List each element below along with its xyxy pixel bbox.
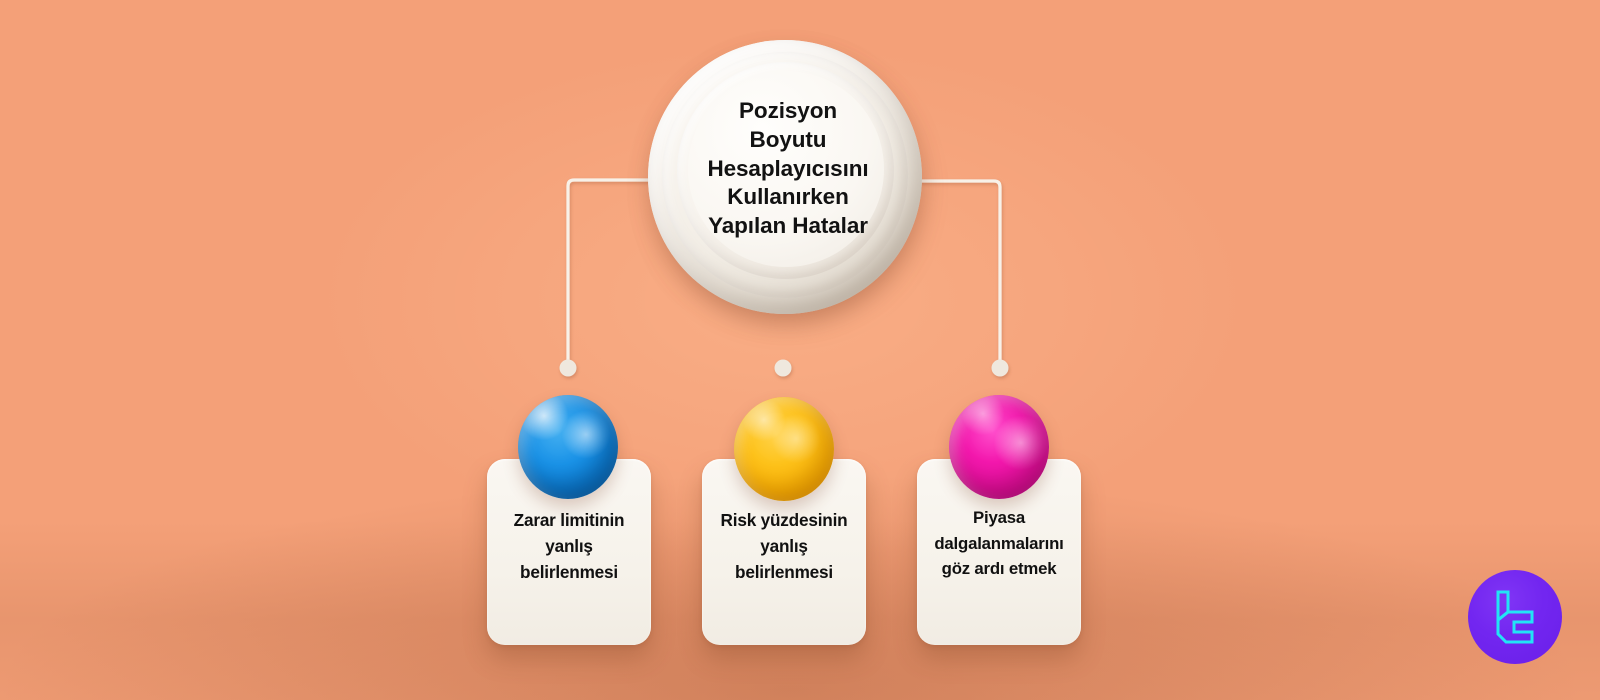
branch-card-1-line: yanlış [545, 536, 593, 557]
center-node-title-line: Kullanırken [727, 184, 849, 210]
branch-card-2[interactable]: Risk yüzdesinin yanlış belirlenmesi [702, 459, 866, 645]
connector-dot-center [774, 359, 792, 377]
blue-sphere-icon[interactable] [518, 395, 618, 499]
branch-card-1-line: Zarar limitinin [513, 510, 625, 530]
branch-card-3-line: göz ardı etmek [941, 559, 1057, 579]
branch-card-2-text: Risk yüzdesinin yanlış belirlenmesi [688, 507, 880, 585]
lc-monogram-glyph [1496, 590, 1534, 644]
branch-card-2-line: belirlenmesi [735, 562, 833, 583]
branch-card-3-line: dalgalanmalarını [934, 533, 1064, 553]
yellow-sphere-icon[interactable] [734, 397, 834, 501]
pink-sphere-icon[interactable] [949, 395, 1049, 499]
center-node-title-line: Boyutu [749, 126, 827, 152]
branch-card-3-text: Piyasa dalgalanmalarını göz ardı etmek [903, 505, 1095, 582]
connector-dot-left [559, 359, 577, 377]
connector-dot-right [991, 359, 1009, 377]
center-node-title: Pozisyon Boyutu Hesaplayıcısını Kullanır… [664, 97, 912, 241]
center-node[interactable]: Pozisyon Boyutu Hesaplayıcısını Kullanır… [648, 40, 922, 316]
center-node-title-line: Yapılan Hatalar [708, 213, 868, 239]
center-node-face: Pozisyon Boyutu Hesaplayıcısını Kullanır… [688, 71, 884, 267]
branch-card-2-line: Risk yüzdesinin [720, 510, 848, 530]
lc-monogram-logo-icon[interactable] [1468, 570, 1562, 664]
branch-card-1-line: belirlenmesi [520, 562, 618, 583]
center-node-title-line: Hesaplayıcısını [707, 155, 869, 181]
center-node-title-line: Pozisyon [739, 98, 837, 124]
branch-card-1-text: Zarar limitinin yanlış belirlenmesi [473, 507, 665, 585]
branch-card-3-line: Piyasa [973, 508, 1025, 527]
branch-card-2-line: yanlış [760, 536, 808, 557]
